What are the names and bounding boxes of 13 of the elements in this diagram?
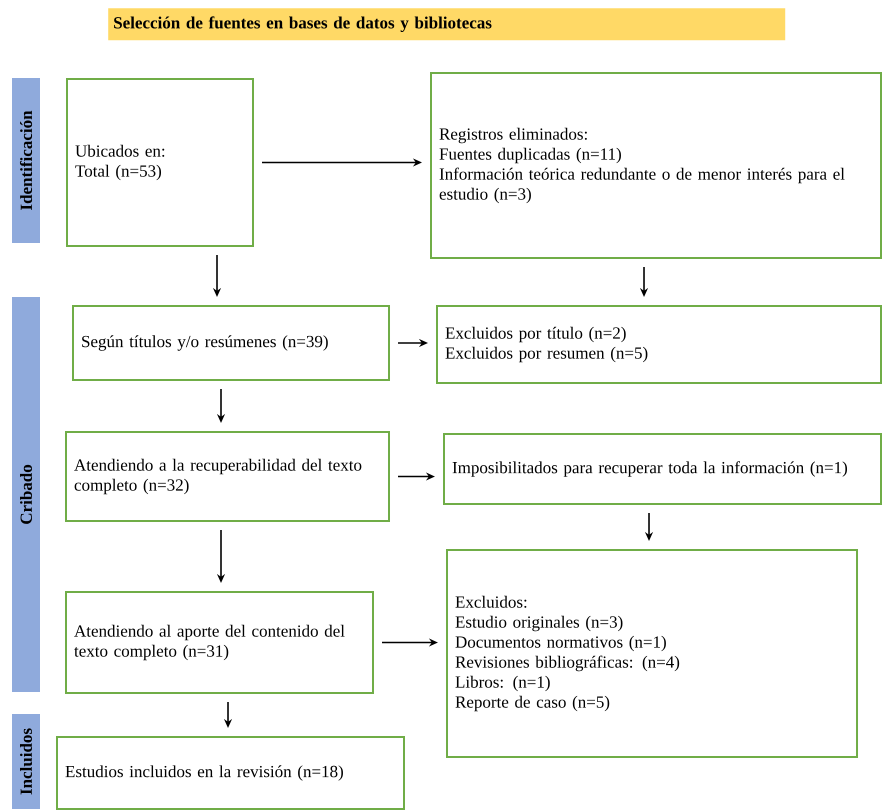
process-box: Estudios incluidos en la revisión (n=18) xyxy=(56,736,405,810)
process-box: Atendiendo al aporte del contenido del texto completo (n=31) xyxy=(65,591,374,694)
process-box: Atendiendo a la recuperabilidad del texto completo (n=32) xyxy=(65,431,390,522)
process-box: Registros eliminados: Fuentes duplicadas (n=11) Información teórica redundante o de menor interés para el estudio (n=3) xyxy=(430,72,882,259)
process-box: Según títulos y/o resúmenes (n=39) xyxy=(72,305,390,381)
process-box: Ubicados en: Total (n=53) xyxy=(66,78,254,247)
process-box: Excluidos por título (n=2) Excluidos por resumen (n=5) xyxy=(436,305,882,384)
stage-band: Identificación xyxy=(12,78,40,243)
title-banner: Selección de fuentes en bases de datos y bibliotecas xyxy=(108,8,786,40)
process-box: Excluidos: Estudio originales (n=3) Documentos normativos (n=1) Revisiones bibliográficas: (n=4) Libros: (n=1) Reporte de caso (n=5) xyxy=(446,549,858,758)
stage-band: Incluidos xyxy=(12,714,40,809)
process-box: Imposibilitados para recuperar toda la información (n=1) xyxy=(443,433,882,505)
stage-band: Cribado xyxy=(12,297,40,692)
